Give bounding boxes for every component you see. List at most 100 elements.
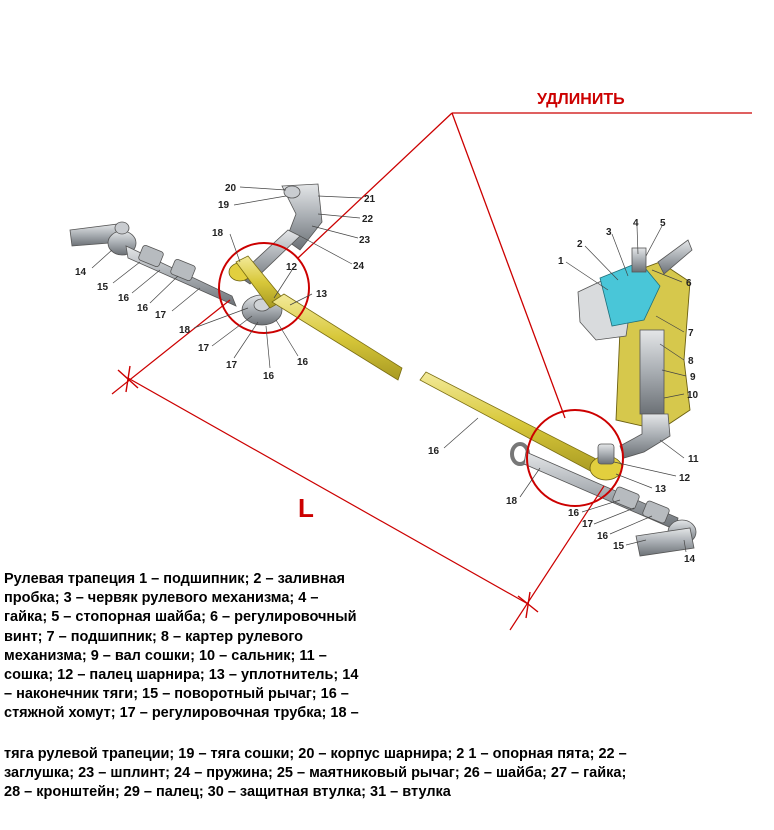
extend-leader-left [297, 112, 453, 259]
leader-7 [655, 315, 685, 333]
pitman-arm [619, 413, 671, 459]
leader-18b [519, 467, 541, 498]
part-number-labels: 14 15 16 16 17 20 19 21 22 23 24 18 12 1… [75, 183, 699, 565]
part-label-15: 15 [613, 541, 625, 552]
leader-16d [609, 515, 653, 535]
right-swivel-arm [635, 527, 695, 557]
leader-14b [683, 539, 687, 553]
length-label: L [298, 493, 314, 523]
leader-23 [211, 315, 253, 347]
part-label-24: 18 [179, 325, 191, 336]
part-label-21: 16 [263, 371, 275, 382]
part-label-18: 18 [506, 496, 518, 507]
leader-17a [131, 269, 161, 294]
part-label-29: 22 [362, 214, 374, 225]
leader-15 [625, 539, 647, 546]
leader-12b [613, 461, 677, 477]
leader-3 [611, 233, 629, 277]
part-label-19: 16 [428, 446, 440, 457]
part-label-14: 14 [75, 267, 87, 278]
leader-16b [149, 275, 179, 304]
leader-14a [91, 249, 113, 269]
length-tick-right-b [525, 591, 531, 619]
leader-25 [229, 233, 241, 263]
part-label-16: 16 [597, 531, 609, 542]
leader-16c [581, 499, 621, 513]
leader-1 [565, 261, 609, 291]
leader-9 [661, 369, 687, 377]
leader-13a [289, 293, 313, 306]
length-tick-left-b [125, 365, 131, 393]
part-label-16: 15 [97, 282, 109, 293]
part-label-20: 16 [297, 357, 309, 368]
figure-caption-part-a: Рулевая трапеция 1 – подшипник; 2 – зали… [4, 571, 359, 722]
leader-lines [91, 186, 687, 553]
extend-label: УДЛИНИТЬ [537, 91, 625, 108]
leader-8 [659, 343, 685, 361]
part-label-2: 2 [577, 239, 583, 250]
part-label-10: 10 [687, 390, 699, 401]
leader-29 [317, 213, 361, 219]
steering-gear-box [577, 239, 693, 459]
leader-4 [636, 225, 639, 255]
leader-24 [193, 307, 249, 329]
right-joint-highlight-circle [526, 409, 624, 507]
part-label-12: 12 [679, 473, 691, 484]
leader-2 [584, 245, 619, 281]
leader-31 [299, 235, 353, 265]
part-label-4: 4 [633, 218, 639, 229]
right-clamp-2 [642, 500, 670, 524]
leader-26 [233, 195, 287, 206]
sector-shaft [639, 329, 665, 415]
right-clamp-1 [612, 486, 640, 510]
leader-17b [593, 507, 635, 525]
leader-22 [233, 321, 259, 359]
part-label-5: 5 [660, 218, 666, 229]
part-label-7: 7 [688, 328, 694, 339]
leader-11 [659, 439, 685, 459]
length-extension-right [509, 485, 605, 631]
left-clamp-2 [170, 258, 196, 282]
left-joint-highlight-circle [218, 242, 310, 334]
leader-21 [265, 325, 271, 369]
left-clamp-1 [138, 244, 164, 268]
leader-18a [171, 287, 201, 312]
part-label-3: 3 [606, 227, 612, 238]
part-label-23: 17 [198, 343, 210, 354]
leader-6 [651, 269, 683, 283]
left-tie-rod-nut [114, 221, 130, 235]
part-label-13: 13 [316, 289, 328, 300]
part-label-26: 19 [218, 200, 230, 211]
part-label-11: 11 [688, 454, 699, 465]
part-label-16: 16 [137, 303, 149, 314]
right-ball-joint [589, 443, 623, 481]
extend-leader-right [451, 112, 566, 419]
part-label-27: 20 [225, 183, 237, 194]
part-label-30: 23 [359, 235, 371, 246]
steering-shaft [657, 239, 693, 275]
leader-13b [615, 473, 653, 489]
part-label-31: 24 [353, 261, 365, 272]
leader-20 [275, 319, 299, 357]
length-extension-left [111, 299, 231, 395]
part-label-22: 17 [226, 360, 238, 371]
part-label-18: 17 [155, 310, 167, 321]
left-tie-rod-assembly [69, 221, 237, 307]
part-label-17: 16 [118, 293, 130, 304]
leader-10 [663, 393, 685, 399]
part-label-9: 9 [690, 372, 696, 383]
part-label-13: 13 [655, 484, 667, 495]
right-joint-pin [597, 443, 615, 465]
leader-5 [645, 225, 663, 257]
length-dimension-line [127, 377, 529, 605]
part-label-1: 1 [558, 256, 564, 267]
adjusting-screw [631, 247, 647, 273]
part-label-16: 16 [568, 508, 580, 519]
part-label-25: 18 [212, 228, 224, 239]
leader-30 [311, 225, 359, 239]
bracket-nut [283, 185, 301, 199]
leader-19 [443, 417, 479, 449]
part-label-14: 14 [684, 554, 696, 565]
